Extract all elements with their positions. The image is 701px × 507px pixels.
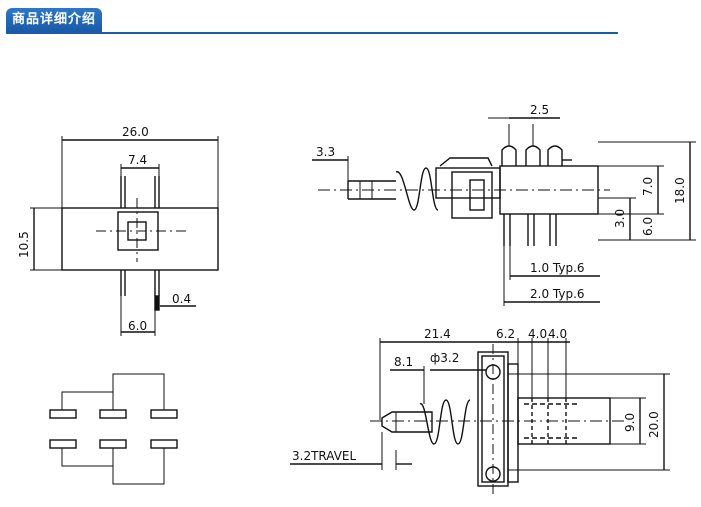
header-title: 商品详细介绍 [6,8,102,32]
pin-layout [49,373,178,485]
dim-top-8: 8.1 [394,355,413,369]
dim-top-gap-1: 6.2 [496,327,515,341]
front-view [30,136,219,336]
top-view [290,338,670,496]
dim-front-width: 26.0 [122,125,149,139]
dim-side-top-pitch: 2.5 [530,103,549,117]
dim-side-3: 3.0 [613,209,627,228]
side-view [312,117,696,306]
side-pin-note-1: 1.0 Typ.6 [530,261,585,275]
dim-top-travel: 3.2TRAVEL [292,449,356,463]
side-pin-note-2: 2.0 Typ.6 [530,287,585,301]
dim-top-hole: ф3.2 [430,351,459,365]
dim-top-20: 20.0 [647,411,661,438]
dim-top-gap-2: 4.0 [528,327,547,341]
dim-side-total-height: 18.0 [673,177,687,204]
dim-top-9: 9.0 [623,413,637,432]
dim-side-shaft: 3.3 [316,145,335,159]
dim-side-6: 6.0 [641,217,655,236]
header-divider [6,32,618,34]
dim-top-gap-3: 4.0 [548,327,567,341]
dim-front-pitch: 7.4 [128,153,147,167]
dim-front-pin-width: 0.4 [172,292,191,306]
dim-front-pin-pitch: 6.0 [128,319,147,333]
dim-side-7: 7.0 [641,177,655,196]
dim-top-length: 21.4 [424,327,451,341]
dim-front-height: 10.5 [17,231,31,258]
